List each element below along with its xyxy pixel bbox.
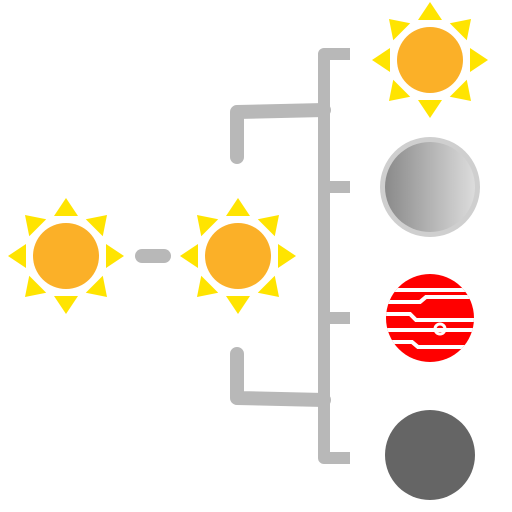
tree-trunk [318, 48, 350, 464]
sun-ray [449, 18, 472, 41]
sun-ray [388, 79, 411, 102]
dark-planet-icon [385, 410, 475, 500]
sun-ray [388, 18, 411, 41]
sun-ray [470, 48, 488, 72]
sun-ray [196, 275, 219, 298]
sun-ray [418, 100, 442, 118]
sun-ray [24, 214, 47, 237]
sun-ray [85, 275, 108, 298]
sun-ray [54, 198, 78, 216]
sun-ray [418, 2, 442, 20]
sun-ray [449, 79, 472, 102]
lower-bracket [230, 347, 331, 407]
sun-ray [372, 48, 390, 72]
sun-icon [372, 2, 488, 118]
sun-ray [24, 275, 47, 298]
sun-ray [106, 244, 124, 268]
moon-icon [380, 137, 480, 237]
sun-ray [226, 296, 250, 314]
sun-ray [257, 275, 280, 298]
sun-core [33, 223, 99, 289]
sun-ray [196, 214, 219, 237]
sun-ray [85, 214, 108, 237]
sun-icon [8, 198, 124, 314]
upper-bracket [230, 103, 331, 164]
red-planet-icon [386, 274, 474, 362]
sun-ray [257, 214, 280, 237]
sun-ray [226, 198, 250, 216]
sun-ray [278, 244, 296, 268]
sun-icon [180, 198, 296, 314]
sun-ray [180, 244, 198, 268]
sun-core [397, 27, 463, 93]
sun-ray [54, 296, 78, 314]
sun-core [205, 223, 271, 289]
sun-ray [8, 244, 26, 268]
